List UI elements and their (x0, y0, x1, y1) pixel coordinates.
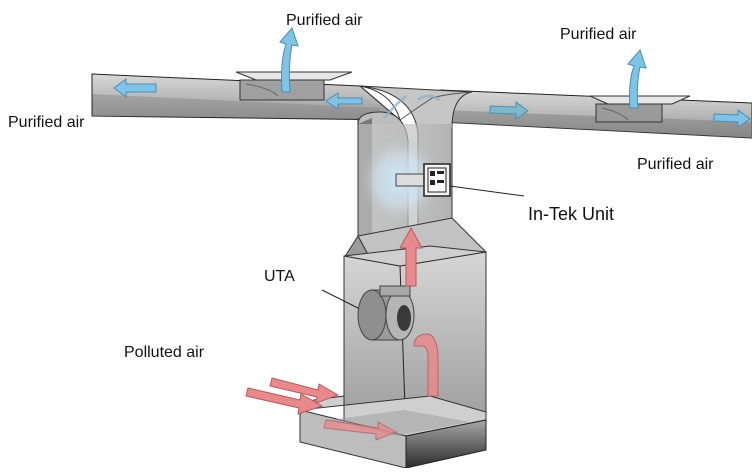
red-air-arrow (413, 333, 439, 397)
blue-air-arrow (382, 94, 407, 119)
label-uta: UTA (264, 268, 295, 285)
intek-leader-line (449, 185, 525, 197)
red-air-arrow (323, 419, 398, 441)
label-purified-air-right: Purified air (637, 156, 714, 173)
red-air-arrow (269, 377, 340, 404)
red-air-arrow (399, 226, 423, 287)
clean-air-arrows (113, 27, 751, 128)
label-purified-air-top-left: Purified air (286, 12, 363, 29)
label-purified-air-top-right: Purified air (560, 26, 637, 43)
blue-air-arrow (279, 27, 299, 93)
uta-leader-line (321, 289, 363, 311)
blue-air-arrow (325, 92, 363, 110)
label-polluted-air: Polluted air (124, 344, 205, 361)
intek-unit-icon (395, 163, 525, 197)
label-purified-air-left: Purified air (8, 114, 85, 131)
label-intek-unit: In-Tek Unit (528, 204, 615, 224)
polluted-air-arrows (245, 226, 439, 441)
blue-air-arrow (627, 49, 647, 109)
blue-air-arrow (417, 94, 441, 102)
blue-air-arrow (489, 101, 529, 120)
red-air-arrow (245, 387, 324, 415)
blower-fan-icon (357, 285, 415, 341)
diffuser-right (589, 95, 691, 123)
blue-air-arrow (713, 109, 751, 128)
blue-air-arrow (113, 78, 157, 98)
